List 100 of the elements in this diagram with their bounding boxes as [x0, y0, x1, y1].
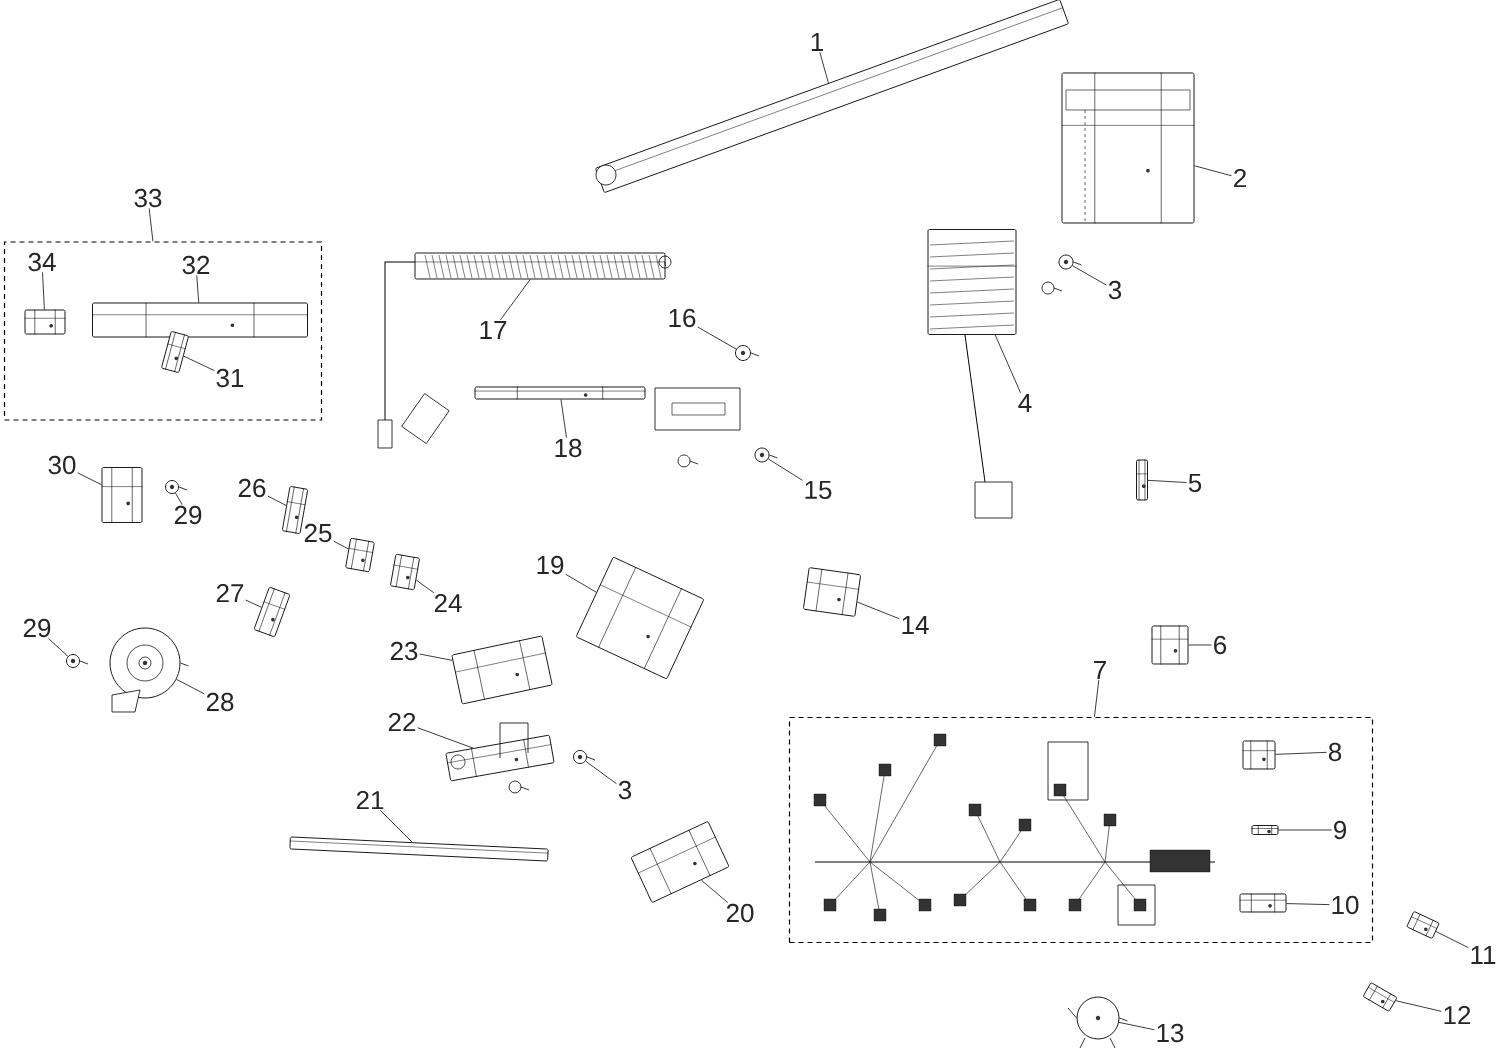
callout-number: 21 — [356, 790, 384, 810]
leader-line — [1093, 679, 1100, 718]
part-drawing — [1061, 72, 1195, 224]
part-drawing — [803, 567, 861, 617]
callout-number: 33 — [134, 188, 162, 208]
callout-number: 3 — [618, 780, 632, 800]
callout-number: 31 — [216, 368, 244, 388]
part-drawing — [1239, 893, 1287, 913]
part-drawing — [1251, 824, 1279, 836]
leader-line — [700, 879, 729, 904]
callout-number: 9 — [1334, 820, 1346, 840]
part-drawing — [1151, 625, 1189, 665]
callout-number: 4 — [1018, 394, 1032, 412]
dashed-group-box — [3, 241, 323, 421]
part-drawing — [1067, 996, 1128, 1049]
callout-number: 16 — [669, 308, 696, 328]
leader-line — [767, 458, 803, 481]
part-drawing — [1058, 254, 1082, 270]
leader-line — [819, 51, 829, 84]
leader-line — [183, 355, 215, 372]
leader-line — [856, 601, 900, 620]
callout-number: 11 — [1471, 946, 1496, 964]
leader-line — [419, 653, 453, 661]
callout-number: 34 — [28, 252, 56, 272]
leader-line — [1147, 479, 1188, 483]
callout-number: 25 — [304, 523, 332, 543]
callout-number: 32 — [182, 255, 210, 275]
part-drawing — [630, 821, 730, 903]
leader-line — [379, 809, 413, 843]
callout-number: 22 — [388, 712, 416, 732]
callout-number: 8 — [1328, 742, 1342, 762]
callout-number: 24 — [434, 593, 462, 613]
callout-number: 30 — [48, 455, 76, 475]
part-drawing — [253, 587, 291, 637]
part-drawing — [451, 635, 553, 705]
leader-line — [1118, 1021, 1155, 1031]
callout-number: 14 — [902, 616, 929, 634]
callout-number: 3 — [1108, 280, 1122, 300]
leader-line — [196, 274, 200, 303]
part-drawing — [414, 252, 672, 280]
callout-number: 12 — [1444, 1005, 1471, 1025]
callout-number: 15 — [805, 480, 832, 500]
callout-number: 26 — [238, 478, 266, 498]
leader-line — [47, 637, 69, 657]
part-drawing — [595, 0, 1069, 193]
part-drawing — [91, 302, 309, 338]
part-drawing — [735, 345, 760, 361]
part-drawing — [927, 229, 1017, 519]
part-drawing — [573, 750, 596, 764]
leader-line — [77, 472, 102, 486]
callout-number: 13 — [1157, 1023, 1184, 1043]
leader-line — [1278, 829, 1333, 831]
part-drawing — [289, 836, 549, 862]
callout-number: 10 — [1332, 895, 1359, 915]
leader-line — [1194, 165, 1233, 177]
part-drawing — [161, 331, 189, 373]
part-drawing — [1363, 982, 1397, 1012]
callout-number: 5 — [1188, 473, 1202, 493]
callout-number: 20 — [726, 903, 754, 923]
part-drawing — [1242, 740, 1276, 770]
part-drawing — [165, 480, 188, 494]
part-drawing — [754, 447, 778, 463]
part-drawing — [109, 627, 189, 713]
leader-line — [1275, 751, 1328, 755]
leader-line — [42, 271, 45, 310]
part-drawing — [1406, 911, 1440, 939]
part-drawing — [390, 553, 420, 591]
callout-number: 29 — [174, 505, 202, 525]
leader-line — [176, 678, 205, 695]
callout-number: 18 — [555, 438, 582, 458]
callout-number: 1 — [811, 33, 823, 51]
leader-line — [994, 334, 1021, 394]
leader-line — [175, 492, 183, 506]
callout-number: 23 — [390, 641, 418, 661]
part-drawing — [345, 537, 375, 573]
callout-number: 19 — [537, 555, 564, 575]
leader-line — [565, 573, 597, 593]
part-drawing — [101, 466, 143, 524]
part-drawing — [66, 654, 89, 668]
leader-line — [267, 495, 287, 506]
leader-line — [1286, 903, 1330, 906]
part-drawing — [445, 722, 555, 782]
part-drawing — [24, 309, 66, 335]
leader-line — [500, 279, 531, 321]
leader-line — [1188, 644, 1213, 646]
leader-line — [148, 207, 154, 242]
leader-line — [697, 326, 737, 350]
leader-line — [1395, 1000, 1442, 1012]
leader-line — [333, 540, 349, 550]
part-drawing — [576, 557, 704, 679]
leader-line — [585, 760, 618, 785]
leader-line — [560, 399, 567, 439]
callout-number: 27 — [216, 583, 244, 603]
leader-line — [245, 599, 262, 608]
callout-number: 28 — [206, 692, 234, 712]
leader-line — [1072, 265, 1108, 286]
callout-number: 2 — [1234, 168, 1246, 188]
callout-number: 7 — [1094, 661, 1106, 679]
callout-number: 17 — [480, 321, 507, 339]
dashed-group-box — [788, 716, 1374, 944]
